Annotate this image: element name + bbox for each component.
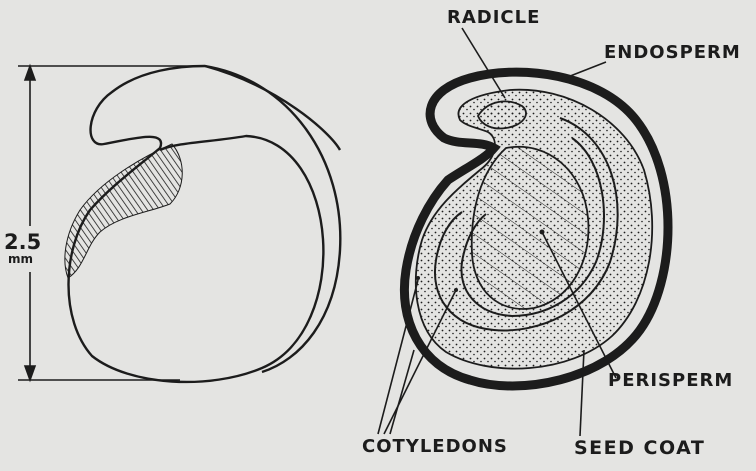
- cotyledons-label: COTYLEDONS: [362, 438, 508, 456]
- dimension-unit-label: mm: [8, 253, 33, 265]
- dimension-value-label: 2.5: [4, 232, 41, 253]
- perisperm-pointer-dot: [540, 230, 545, 235]
- cotyledon-pointer-dot: [416, 276, 420, 280]
- perisperm-label: PERISPERM: [608, 372, 733, 390]
- endosperm-label: ENDOSPERM: [604, 44, 741, 62]
- radicle-label: RADICLE: [447, 9, 540, 27]
- cotyledon-pointer-dot: [454, 288, 458, 292]
- seed-coat-label: SEED COAT: [574, 439, 705, 458]
- hilum-shading: [65, 144, 182, 278]
